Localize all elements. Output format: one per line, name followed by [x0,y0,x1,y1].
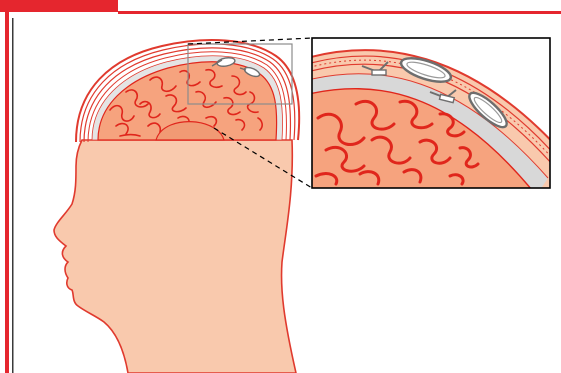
left-edge-line [12,18,14,373]
frame-left-edge [5,12,9,373]
frame-top-edge [118,11,561,14]
magnified-inset [300,38,560,190]
head-silhouette [54,140,296,373]
caption-tab [0,0,118,12]
